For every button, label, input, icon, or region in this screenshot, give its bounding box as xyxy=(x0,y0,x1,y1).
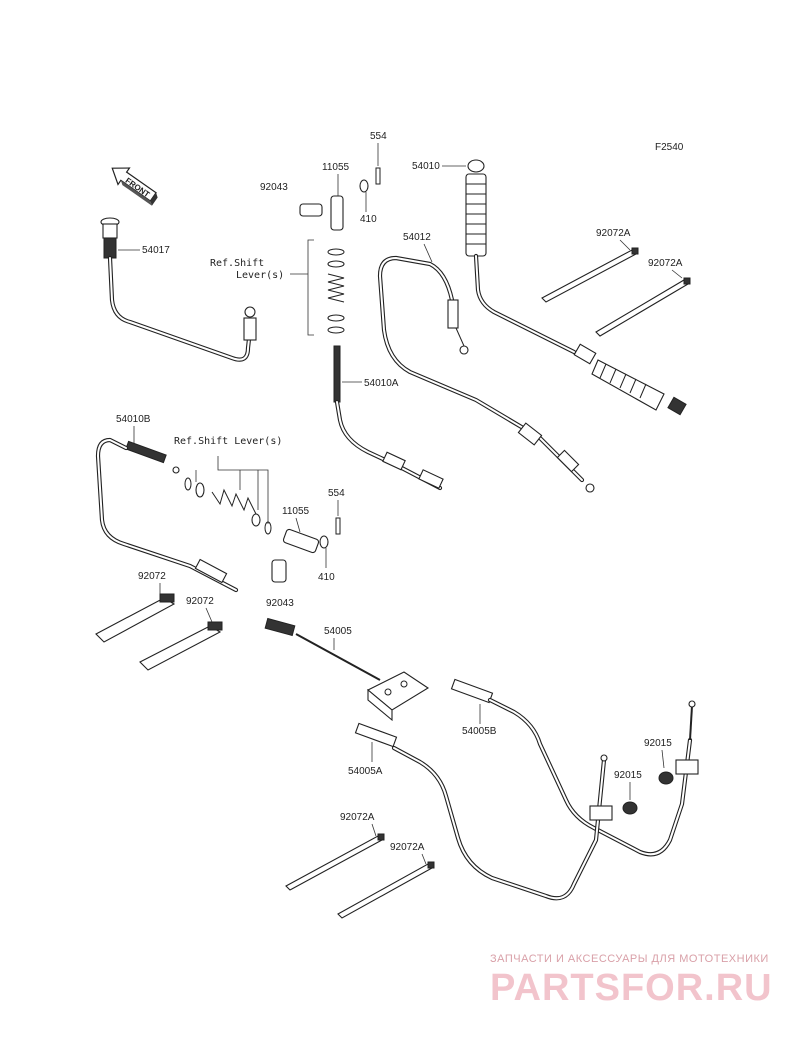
label-92015-2: 92015 xyxy=(614,770,642,781)
label-92043-top: 92043 xyxy=(260,182,288,193)
label-54005B: 54005B xyxy=(462,726,497,737)
label-54010A: 54010A xyxy=(364,378,399,389)
label-92015-1: 92015 xyxy=(644,738,672,749)
watermark-brand: PARTSFOR.RU xyxy=(490,967,773,1009)
label-54017: 54017 xyxy=(142,245,170,256)
washer-410-mid xyxy=(319,535,329,549)
label-92072-1: 92072 xyxy=(138,571,166,582)
label-92043-mid: 92043 xyxy=(266,598,294,609)
cable-54010A xyxy=(333,345,444,491)
nut-92015-2 xyxy=(622,801,638,815)
cable-tie-92072A-2 xyxy=(595,277,691,337)
label-410-top: 410 xyxy=(360,214,377,225)
cable-54017 xyxy=(100,217,257,362)
shift-joint-top xyxy=(330,195,344,231)
label-11055-mid: 11055 xyxy=(282,506,310,517)
label-92072A-2: 92072A xyxy=(648,258,683,269)
label-554-top: 554 xyxy=(370,131,387,142)
label-92072A-4: 92072A xyxy=(390,842,425,853)
label-554-mid: 554 xyxy=(328,488,345,499)
washer-410-top xyxy=(359,179,369,193)
cable-54010 xyxy=(465,159,687,416)
cable-54005A xyxy=(354,722,613,901)
pin-92043-mid xyxy=(271,559,287,583)
ref-shift-label-1-line1: Ref.Shift xyxy=(210,258,264,269)
label-92072A-3: 92072A xyxy=(340,812,375,823)
cable-tie-92072A-3 xyxy=(285,833,385,891)
cable-54012 xyxy=(377,255,595,493)
watermark-tagline: ЗАПЧАСТИ И АКСЕССУАРЫ ДЛЯ МОТОТЕХНИКИ xyxy=(490,953,769,965)
spring-stack-top xyxy=(327,248,345,334)
label-54005: 54005 xyxy=(324,626,352,637)
cable-54010B xyxy=(95,437,239,593)
label-410-mid: 410 xyxy=(318,572,335,583)
label-92072A-1: 92072A xyxy=(596,228,631,239)
label-54005A: 54005A xyxy=(348,766,383,777)
label-11055-top: 11055 xyxy=(322,162,350,173)
cable-tie-92072A-4 xyxy=(337,861,435,919)
label-54012: 54012 xyxy=(403,232,431,243)
cable-54005 xyxy=(264,617,430,722)
label-54010B: 54010B xyxy=(116,414,151,425)
label-92072-2: 92072 xyxy=(186,596,214,607)
nut-92015-1 xyxy=(658,771,674,785)
pin-92043-top xyxy=(299,203,323,217)
cable-54005B xyxy=(450,678,699,857)
front-arrow-icon: FRONT xyxy=(111,167,158,206)
cable-tie-92072-2 xyxy=(139,621,223,671)
diagram-code: F2540 xyxy=(655,142,684,153)
cable-tie-92072-1 xyxy=(95,593,176,643)
cable-tie-92072A-1 xyxy=(541,247,639,303)
shift-joint-mid xyxy=(282,528,320,554)
ref-shift-label-2: Ref.Shift Lever(s) xyxy=(174,436,282,447)
spring-stack-mid xyxy=(184,477,272,535)
ref-shift-label-1-line2: Lever(s) xyxy=(236,270,284,281)
label-54010: 54010 xyxy=(412,161,440,172)
